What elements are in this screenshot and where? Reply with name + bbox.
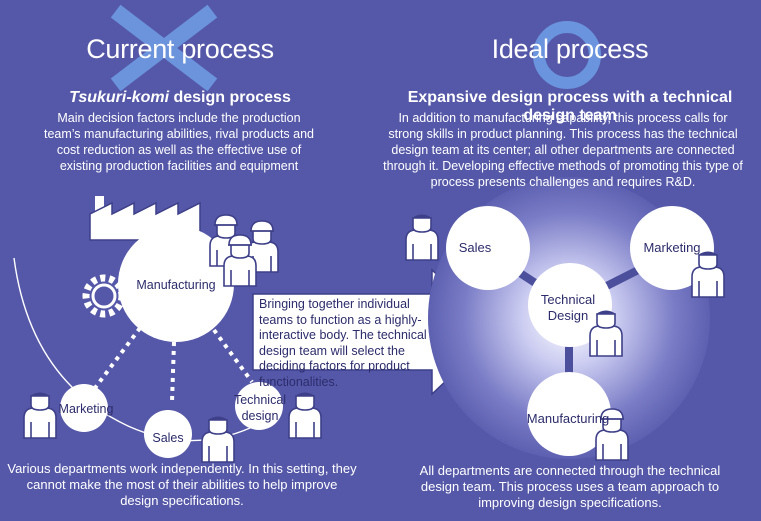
current-marketing-node xyxy=(60,384,108,432)
ideal-manufacturing-node xyxy=(527,372,611,456)
ideal-marketing-node xyxy=(630,206,714,290)
current-title: Current process xyxy=(86,34,274,64)
current-description: Main decision factors include the produc… xyxy=(43,111,315,173)
label-current-technical-1: Technical xyxy=(234,393,286,407)
label-ideal-manufacturing: Manufacturing xyxy=(527,411,609,426)
current-subtitle: Tsukuri-komi design process xyxy=(20,89,340,107)
current-subtitle-rest: design process xyxy=(169,89,291,106)
arrow-text: Bringing together individual teams to fu… xyxy=(259,297,427,389)
current-subtitle-italic: Tsukuri-komi xyxy=(69,89,170,106)
label-ideal-sales: Sales xyxy=(459,240,492,255)
current-manufacturing-node xyxy=(118,226,234,342)
current-caption: Various departments work independently. … xyxy=(7,461,357,508)
current-sales-node xyxy=(144,410,192,458)
ideal-technical-node xyxy=(528,263,612,347)
label-ideal-marketing: Marketing xyxy=(643,240,700,255)
x-mark-icon xyxy=(110,4,218,92)
label-ideal-technical-2: Design xyxy=(548,308,588,323)
gear-icon xyxy=(82,256,156,318)
label-current-technical-2: design xyxy=(242,409,279,423)
label-ideal-technical-1: Technical xyxy=(541,292,595,307)
label-current-sales: Sales xyxy=(152,431,183,445)
ideal-subtitle: Expansive design process with a technica… xyxy=(407,89,733,124)
label-current-marketing: Marketing xyxy=(59,402,114,416)
circle-mark-icon xyxy=(533,21,601,89)
ideal-description: In addition to manufacturing capability,… xyxy=(383,111,743,189)
dotted-connectors xyxy=(90,326,254,403)
ideal-caption: All departments are connected through th… xyxy=(419,463,721,510)
label-current-manufacturing: Manufacturing xyxy=(136,278,215,292)
ideal-sales-node xyxy=(446,206,530,290)
current-technical-node xyxy=(235,382,283,430)
ideal-title: Ideal process xyxy=(491,34,649,64)
